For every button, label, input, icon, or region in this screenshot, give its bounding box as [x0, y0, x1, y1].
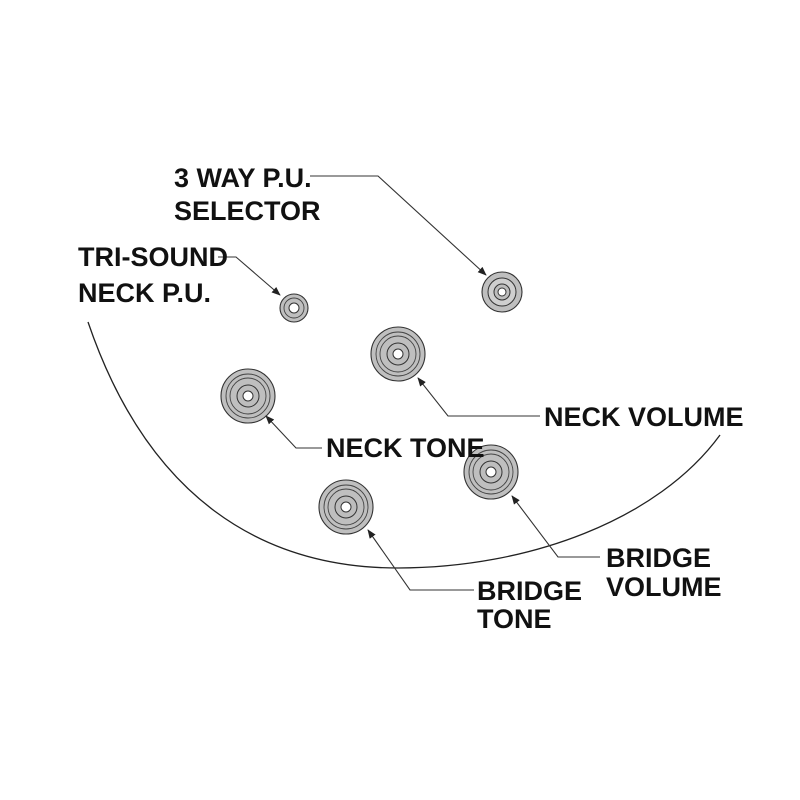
bridge-volume-label: BRIDGE VOLUME	[606, 543, 722, 602]
tri-sound-label-line-1: TRI-SOUND	[78, 242, 228, 272]
neck-tone-label-line-1: NECK TONE	[326, 433, 485, 463]
neck-tone-knob	[220, 368, 276, 424]
bridge-volume-label-line-2: VOLUME	[606, 572, 722, 602]
tri-sound-switch-knob	[279, 293, 309, 323]
tri-sound-label: TRI-SOUND NECK P.U.	[78, 242, 236, 308]
selector-label-line-2: SELECTOR	[174, 196, 321, 226]
neck-volume-label-line-1: NECK VOLUME	[544, 402, 744, 432]
selector-label: 3 WAY P.U. SELECTOR	[174, 163, 321, 226]
bridge-tone-knob	[318, 479, 374, 535]
bridge-tone-label-line-1: BRIDGE	[477, 576, 582, 606]
bridge-volume-leader-line	[511, 495, 600, 558]
tri-sound-label-line-2: NECK P.U.	[78, 278, 211, 308]
bridge-volume-label-line-1: BRIDGE	[606, 543, 711, 573]
tri-sound-leader-line	[218, 256, 281, 296]
neck-volume-label: NECK VOLUME	[544, 402, 744, 432]
selector-label-line-1: 3 WAY P.U.	[174, 163, 312, 193]
neck-volume-knob	[370, 326, 426, 382]
neck-volume-leader-line	[417, 377, 540, 417]
pickup-selector-knob	[481, 271, 523, 313]
bridge-tone-leader-line	[367, 529, 474, 591]
neck-tone-label: NECK TONE	[326, 433, 485, 463]
bridge-volume-knob	[463, 444, 519, 500]
selector-leader-line	[310, 175, 487, 276]
guitar-body-outline	[87, 321, 721, 569]
neck-tone-leader-line	[265, 415, 322, 449]
bridge-tone-label-line-2: TONE	[477, 604, 552, 634]
bridge-tone-label: BRIDGE TONE	[477, 576, 590, 634]
